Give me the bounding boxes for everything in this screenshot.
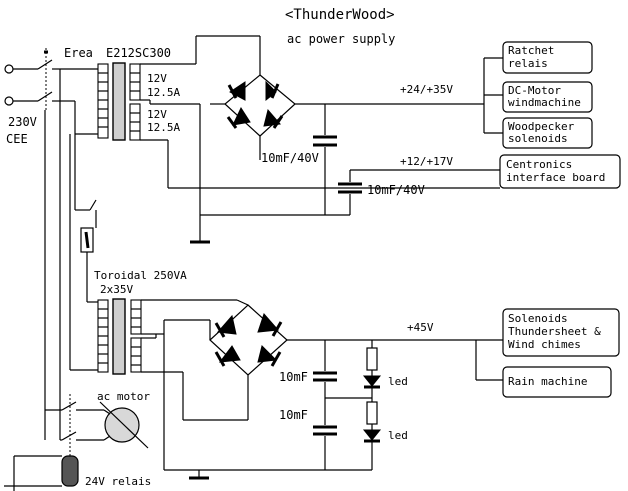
motor-switch-2 (61, 431, 77, 441)
mains-distribution (44, 68, 98, 440)
transformer-1-primary (97, 63, 109, 139)
capacitor-2-label: 10mF/40V (367, 183, 425, 197)
capacitor-4-label: 10mF (279, 408, 308, 422)
fuse-switch-blade (89, 199, 97, 211)
mains-voltage-label: 230V (8, 115, 37, 129)
diagram-title: <ThunderWood> (285, 7, 395, 23)
capacitor-3-label: 10mF (279, 370, 308, 384)
relay-coil: 24V relais (4, 455, 151, 491)
load-solenoids-line-1: Solenoids (508, 312, 568, 325)
transformer-2-core (112, 298, 126, 375)
capacitor-4: 10mF (279, 408, 337, 470)
load-box-solenoids: Solenoids Thundersheet & Wind chimes (502, 308, 620, 357)
transformer-1-part: E212SC300 (106, 46, 171, 60)
capacitor-1: 10mF/40V (261, 104, 337, 215)
centronics-line-1: Centronics (506, 158, 572, 171)
secondary-2-voltage: 12V (147, 108, 167, 121)
capacitor-1-label: 10mF/40V (261, 151, 319, 165)
mains-switch-label: Erea (64, 46, 93, 60)
load-box-dc-motor: DC-Motor windmachine (502, 81, 593, 113)
load-box-ratchet: Ratchet relais (502, 41, 593, 74)
resistor-1 (366, 347, 378, 371)
load-solenoids-line-3: Wind chimes (508, 338, 581, 351)
bridge-2-diode-c (218, 345, 241, 363)
load-dc-motor-line-1: DC-Motor (508, 84, 561, 97)
transformer-1: E212SC300 12V 12.5A 12V 12.5A (97, 46, 180, 141)
bridge-2-diode-b (257, 313, 280, 333)
relay-label: 24V relais (85, 475, 151, 488)
led-chain: led led (362, 340, 408, 470)
load-box-woodpecker: Woodpecker solenoids (502, 117, 593, 149)
load-woodpecker-line-1: Woodpecker (508, 120, 575, 133)
bridge-1-diode-b (265, 80, 277, 102)
bridge-1-diode-c (232, 106, 251, 126)
secondary-1-current: 12.5A (147, 86, 180, 99)
capacitor-3: 10mF (279, 340, 337, 425)
rail-24-35-label: +24/+35V (400, 83, 453, 96)
mains-terminal-n (4, 96, 14, 106)
transformer-1-core (112, 62, 126, 141)
transformer-2-name: Toroidal 250VA (94, 269, 187, 282)
mains-switch-blade-2 (37, 91, 53, 102)
resistor-2 (366, 401, 378, 425)
transformer-2: Toroidal 250VA 2x35V (94, 269, 187, 375)
load-rain-machine-label: Rain machine (508, 375, 587, 388)
load-box-rain-machine: Rain machine (502, 366, 612, 398)
motor-switch-1 (61, 401, 77, 411)
transformer-2-winding: 2x35V (100, 283, 133, 296)
load-ratchet-line-2: relais (508, 57, 548, 70)
rail-45-label: +45V (407, 321, 434, 334)
led-1 (362, 375, 382, 387)
diagram-subtitle: ac power supply (287, 32, 395, 46)
secondary-2-current: 12.5A (147, 121, 180, 134)
secondary-2-wiring (141, 299, 372, 480)
bridge-2-diode-d (257, 345, 278, 363)
led-2-label: led (388, 429, 408, 442)
bridge-2-diode-a (216, 314, 237, 335)
bridge-rectifier-2 (209, 299, 476, 376)
load-solenoids-line-2: Thundersheet & (508, 325, 601, 338)
mains-switch-blade-1 (37, 59, 53, 70)
rail-12-17-label: +12/+17V (400, 155, 453, 168)
centronics-line-2: interface board (506, 171, 605, 184)
motor-switches: ac motor (45, 390, 150, 462)
load-woodpecker-line-2: solenoids (508, 132, 568, 145)
transformer-2-secondary-1 (130, 299, 142, 335)
bridge-rectifier-1 (210, 74, 484, 160)
secondary-1-voltage: 12V (147, 72, 167, 85)
mains-terminal-l (4, 64, 14, 74)
bridge-1-diode-a (229, 81, 246, 101)
led-2 (362, 429, 382, 441)
mains-input: Erea 230V CEE (4, 46, 93, 146)
bridge-1-diode-d (263, 108, 281, 127)
secondary-1-wiring (140, 35, 500, 244)
mains-connector-label: CEE (6, 132, 28, 146)
motor-label: ac motor (97, 390, 150, 403)
led-1-label: led (388, 375, 408, 388)
ac-motor (99, 401, 149, 449)
transformer-2-secondary-2 (130, 337, 142, 373)
load-ratchet-line-1: Ratchet (508, 44, 554, 57)
capacitor-2: 10mF/40V (338, 170, 425, 215)
load-dc-motor-line-2: windmachine (508, 96, 581, 109)
load-box-centronics: Centronics interface board (499, 154, 621, 189)
